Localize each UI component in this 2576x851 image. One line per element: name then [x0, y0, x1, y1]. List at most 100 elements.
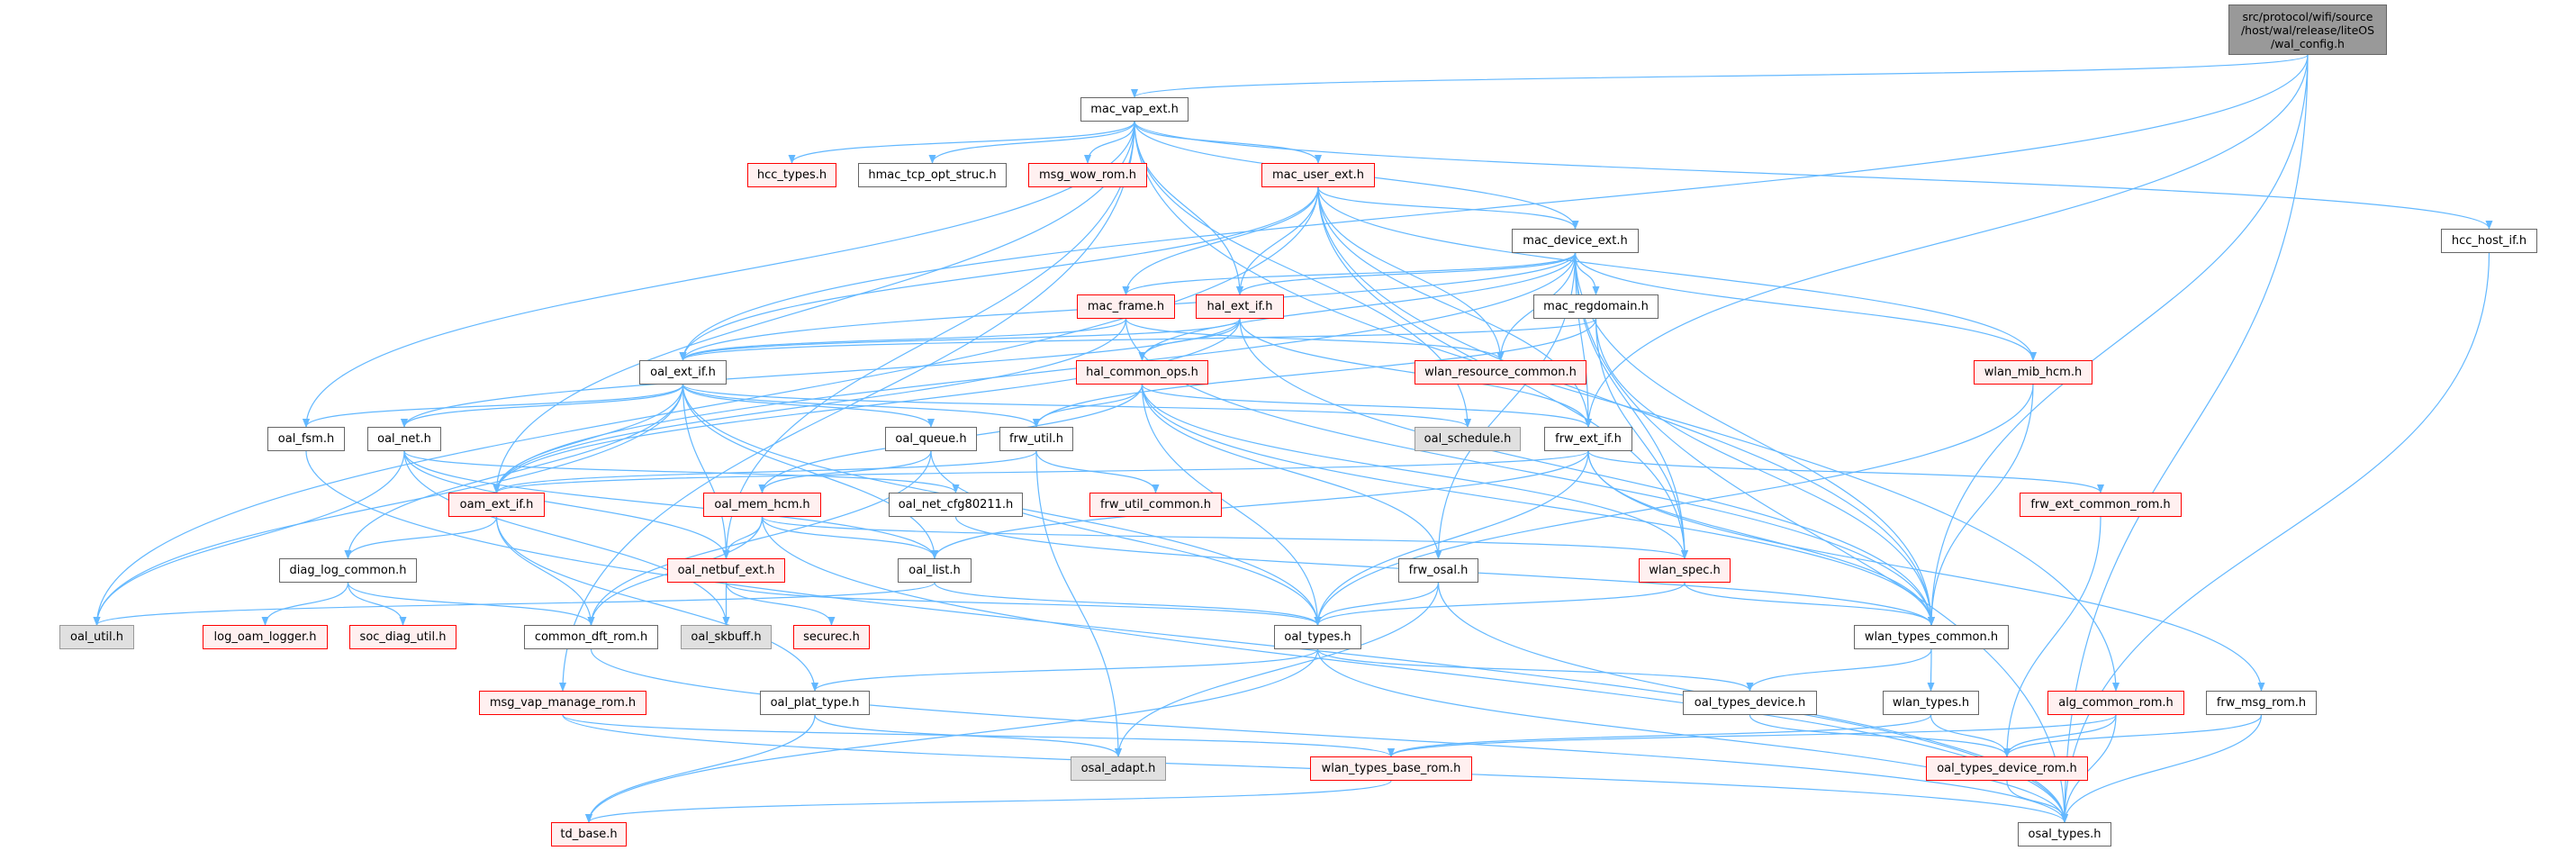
node-oal-plat-type[interactable]: oal_plat_type.h: [760, 691, 870, 715]
edge-hal-common-ops-to-oal-types: [1141, 384, 1322, 626]
edge-oal-mem-hcm-to-oal-netbuf-ext: [722, 516, 764, 559]
edge-mac-vap-ext-to-hal-ext-if: [1134, 121, 1243, 295]
node-oal-skbuff[interactable]: oal_skbuff.h: [681, 625, 772, 649]
edge-hal-common-ops-to-frw-ext-if: [1141, 384, 1592, 428]
node-oal-netbuf-ext[interactable]: oal_netbuf_ext.h: [667, 558, 785, 583]
node-hcc-host-if[interactable]: hcc_host_if.h: [2441, 229, 2537, 253]
node-wlan-types-common[interactable]: wlan_types_common.h: [1854, 625, 2009, 649]
node-oal-types-device-rom[interactable]: oal_types_device_rom.h: [1926, 756, 2088, 781]
node-oal-types-device[interactable]: oal_types_device.h: [1683, 691, 1817, 715]
node-oal-net[interactable]: oal_net.h: [367, 427, 441, 451]
edge-wal-config-to-mac-vap-ext: [1131, 54, 2309, 98]
node-oal-mem-hcm[interactable]: oal_mem_hcm.h: [703, 493, 821, 517]
edge-oal-queue-to-oal-types: [930, 450, 1322, 626]
edge-mac-device-ext-to-osal-types: [1574, 252, 2068, 823]
node-oal-schedule[interactable]: oal_schedule.h: [1415, 427, 1521, 451]
node-oam-ext-if[interactable]: oam_ext_if.h: [448, 493, 545, 517]
edge-oal-types-to-oal-types-device: [1316, 648, 1754, 692]
node-diag-log-common[interactable]: diag_log_common.h: [279, 558, 417, 583]
edge-mac-device-ext-to-hal-common-ops: [1138, 252, 1577, 361]
edge-mac-user-ext-to-wlan-mib-hcm: [1317, 186, 2037, 361]
edge-frw-util-to-frw-util-common: [1035, 450, 1160, 493]
node-msg-vap-manage-rom[interactable]: msg_vap_manage_rom.h: [479, 691, 646, 715]
edge-oal-fsm-to-osal-types: [305, 450, 2068, 823]
edge-common-dft-rom-to-osal-types: [590, 648, 2068, 823]
edge-mac-vap-ext-to-hcc-types: [788, 121, 1135, 164]
node-mac-regdomain[interactable]: mac_regdomain.h: [1533, 294, 1659, 319]
edge-mac-device-ext-to-hal-ext-if: [1236, 252, 1577, 295]
edge-oam-ext-if-to-diag-log-common: [344, 516, 498, 559]
edge-wlan-spec-to-oal-types: [1314, 582, 1686, 626]
node-wlan-types-base-rom[interactable]: wlan_types_base_rom.h: [1310, 756, 1472, 781]
edge-mac-frame-to-wlan-resource-common: [1125, 318, 1505, 361]
edge-mac-user-ext-to-oal-ext-if: [679, 186, 1319, 361]
edge-mac-vap-ext-to-mac-user-ext: [1134, 121, 1322, 164]
node-wlan-mib-hcm[interactable]: wlan_mib_hcm.h: [1974, 360, 2092, 385]
edge-wlan-mib-hcm-to-wlan-types-common: [1928, 384, 2034, 626]
node-oal-util[interactable]: oal_util.h: [59, 625, 134, 649]
edge-frw-ext-if-to-oal-types: [1314, 450, 1589, 626]
edge-hal-common-ops-to-wlan-spec: [1141, 384, 1688, 559]
node-log-oam-logger[interactable]: log_oam_logger.h: [203, 625, 328, 649]
node-oal-types[interactable]: oal_types.h: [1274, 625, 1361, 649]
node-frw-ext-if[interactable]: frw_ext_if.h: [1544, 427, 1632, 451]
node-mac-vap-ext[interactable]: mac_vap_ext.h: [1080, 97, 1189, 122]
edge-oam-ext-if-to-oal-plat-type: [495, 516, 818, 692]
node-oal-list[interactable]: oal_list.h: [898, 558, 972, 583]
node-oal-fsm[interactable]: oal_fsm.h: [267, 427, 345, 451]
node-mac-frame[interactable]: mac_frame.h: [1077, 294, 1175, 319]
node-frw-util[interactable]: frw_util.h: [999, 427, 1073, 451]
edge-wal-config-to-oal-ext-if: [679, 54, 2309, 361]
edge-wal-config-to-osal-types: [2061, 54, 2309, 823]
node-frw-osal[interactable]: frw_osal.h: [1398, 558, 1478, 583]
node-oal-queue[interactable]: oal_queue.h: [885, 427, 977, 451]
node-wlan-resource-common[interactable]: wlan_resource_common.h: [1415, 360, 1586, 385]
node-hmac-tcp-opt-struc[interactable]: hmac_tcp_opt_struc.h: [858, 163, 1007, 187]
node-td-base[interactable]: td_base.h: [551, 822, 627, 846]
edge-oal-list-to-oal-util: [93, 582, 935, 626]
edge-oal-ext-if-to-oal-queue: [682, 384, 935, 428]
node-msg-wow-rom[interactable]: msg_wow_rom.h: [1028, 163, 1147, 187]
edge-wlan-mib-hcm-to-oal-types: [1314, 384, 2034, 626]
node-oal-ext-if[interactable]: oal_ext_if.h: [639, 360, 727, 385]
edge-oal-ext-if-to-oal-list: [682, 384, 938, 559]
node-osal-adapt[interactable]: osal_adapt.h: [1071, 756, 1166, 781]
edge-oam-ext-if-to-common-dft-rom: [495, 516, 595, 626]
node-hcc-types[interactable]: hcc_types.h: [747, 163, 836, 187]
node-frw-msg-rom[interactable]: frw_msg_rom.h: [2206, 691, 2317, 715]
node-osal-types[interactable]: osal_types.h: [2018, 822, 2111, 846]
edge-mac-vap-ext-to-oam-ext-if: [493, 121, 1135, 493]
edge-mac-vap-ext-to-hmac-tcp-opt-struc: [928, 121, 1135, 164]
edge-mac-user-ext-to-wlan-types-common: [1317, 186, 1935, 626]
edge-alg-common-rom-to-wlan-types-base-rom: [1387, 714, 2117, 757]
node-wlan-types[interactable]: wlan_types.h: [1883, 691, 1979, 715]
edge-oal-types-to-osal-types: [1316, 648, 2068, 823]
node-mac-user-ext[interactable]: mac_user_ext.h: [1261, 163, 1375, 187]
node-soc-diag-util[interactable]: soc_diag_util.h: [349, 625, 456, 649]
node-hal-common-ops[interactable]: hal_common_ops.h: [1076, 360, 1208, 385]
node-frw-ext-common-rom[interactable]: frw_ext_common_rom.h: [2020, 493, 2182, 517]
node-securec[interactable]: securec.h: [793, 625, 870, 649]
edge-hal-ext-if-to-wlan-types-common: [1239, 318, 1935, 626]
edge-hal-common-ops-to-wlan-types-common: [1141, 384, 1935, 626]
edge-mac-user-ext-to-mac-device-ext: [1317, 186, 1579, 230]
node-wlan-spec[interactable]: wlan_spec.h: [1639, 558, 1731, 583]
edge-alg-common-rom-to-oal-types-device-rom: [2003, 714, 2117, 757]
node-common-dft-rom[interactable]: common_dft_rom.h: [524, 625, 658, 649]
edge-frw-ext-common-rom-to-oal-types-device-rom: [2003, 516, 2101, 757]
edge-oal-net-to-oal-util: [93, 450, 405, 626]
node-mac-device-ext[interactable]: mac_device_ext.h: [1512, 229, 1639, 253]
edge-oal-mem-hcm-to-wlan-spec: [761, 516, 1688, 559]
edge-wlan-types-common-to-wlan-types: [1927, 648, 1935, 692]
node-wal-config[interactable]: src/protocol/wifi/source /host/wal/relea…: [2228, 5, 2387, 55]
node-alg-common-rom[interactable]: alg_common_rom.h: [2047, 691, 2184, 715]
node-hal-ext-if[interactable]: hal_ext_if.h: [1196, 294, 1284, 319]
edge-oal-plat-type-to-osal-adapt: [814, 714, 1122, 757]
node-frw-util-common[interactable]: frw_util_common.h: [1089, 493, 1222, 517]
edge-oal-ext-if-to-oal-netbuf-ext: [682, 384, 730, 559]
edge-mac-user-ext-to-mac-frame: [1122, 186, 1319, 295]
edge-oal-net-to-oal-skbuff: [403, 450, 730, 626]
edge-oal-plat-type-to-td-base: [585, 714, 816, 823]
node-oal-net-cfg80211[interactable]: oal_net_cfg80211.h: [889, 493, 1023, 517]
edge-frw-ext-if-to-oal-list: [931, 450, 1589, 559]
